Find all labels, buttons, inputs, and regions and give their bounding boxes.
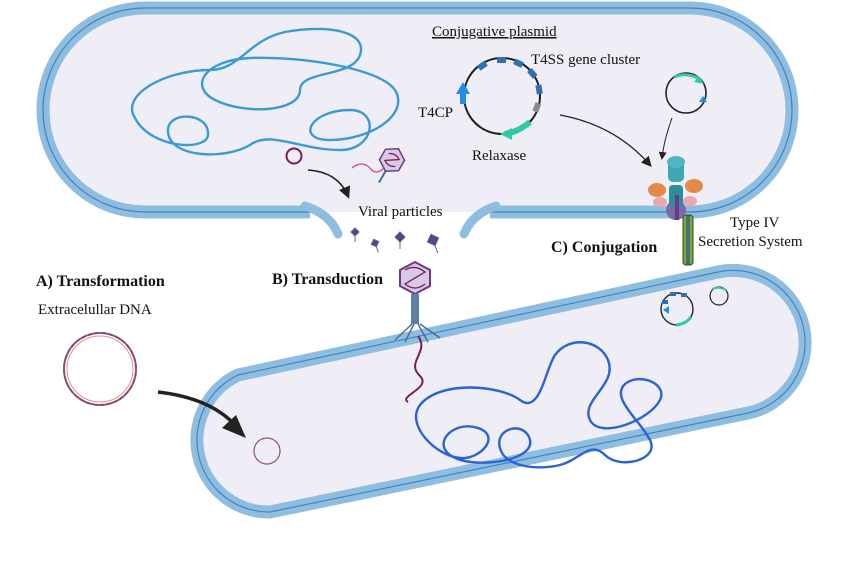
transformation-label: A) Transformation xyxy=(36,273,165,290)
type-iv-label-line2: Secretion System xyxy=(698,234,803,250)
recipient-plasmid-icon xyxy=(660,292,694,327)
bacteriophage-icon xyxy=(378,147,406,184)
relaxase-label: Relaxase xyxy=(472,148,526,164)
conjugative-plasmid-icon xyxy=(456,57,543,140)
transformation-arrowhead xyxy=(222,415,246,438)
injecting-phage-icon xyxy=(394,260,441,343)
donor-chromosome xyxy=(131,27,400,156)
t4ss-gene-cluster-label: T4SS gene cluster xyxy=(531,52,640,68)
viral-particles-label: Viral particles xyxy=(358,204,443,220)
conjugative-plasmid-label: Conjugative plasmid xyxy=(432,24,557,40)
small-plasmid-arrow xyxy=(658,117,673,160)
recipient-small-plasmid-icon xyxy=(709,286,729,306)
plasmid-transfer-arrow xyxy=(559,114,652,167)
type-iv-label-line1: Type IV xyxy=(730,215,780,231)
cell-opening-left xyxy=(300,201,343,239)
released-dna xyxy=(351,163,385,173)
extracellular-dna-label: Extracelullar DNA xyxy=(38,302,152,318)
viral-particles-group xyxy=(350,227,440,254)
donor-cell xyxy=(36,1,799,239)
t4cp-label: T4CP xyxy=(418,105,453,121)
transformation-arrow xyxy=(157,390,237,427)
recipient-chromosome xyxy=(414,341,663,469)
transduction-label: B) Transduction xyxy=(272,271,383,288)
dna-circle-icon xyxy=(63,332,137,406)
secretion-system-icon xyxy=(648,156,703,266)
small-plasmid-icon xyxy=(665,72,707,114)
conjugation-label: C) Conjugation xyxy=(551,239,657,256)
viral-release-arrow xyxy=(307,169,351,199)
cell-opening-right xyxy=(459,201,501,239)
small-dna-ring xyxy=(285,147,303,165)
injected-dna xyxy=(405,335,424,403)
